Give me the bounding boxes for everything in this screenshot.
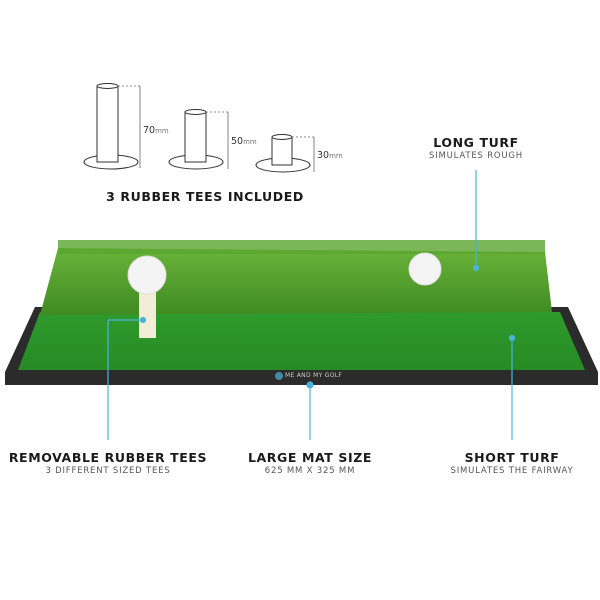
golf-ball-on-tee [127,255,167,295]
logo-text: ME AND MY GOLF [285,372,343,379]
rubber-tee [139,283,156,338]
long-turf-subtitle: SIMULATES ROUGH [429,151,523,161]
short-turf-title: SHORT TURF [464,450,560,465]
short-turf [18,312,585,370]
tee-30-label: 30mm [317,150,343,161]
long-turf-title: LONG TURF [433,135,519,150]
removable-tees-title: REMOVABLE RUBBER TEES [8,450,208,465]
golf-ball [408,252,442,286]
dimension-lines [118,85,315,172]
short-turf-subtitle: SIMULATES THE FAIRWAY [450,466,574,476]
tee-30mm [255,134,311,173]
tee-50mm [168,109,224,170]
long-turf [40,248,552,315]
tee-50-label: 50mm [231,136,257,147]
logo-icon [275,372,283,380]
tee-70-label: 70mm [143,125,169,136]
tee-70mm [83,83,139,170]
mat-size-subtitle: 625 MM X 325 MM [264,466,356,476]
mat-size-title: LARGE MAT SIZE [247,450,373,465]
tees-heading: 3 RUBBER TEES INCLUDED [106,189,304,204]
removable-tees-subtitle: 3 DIFFERENT SIZED TEES [45,466,171,476]
callout-lines [107,170,516,440]
